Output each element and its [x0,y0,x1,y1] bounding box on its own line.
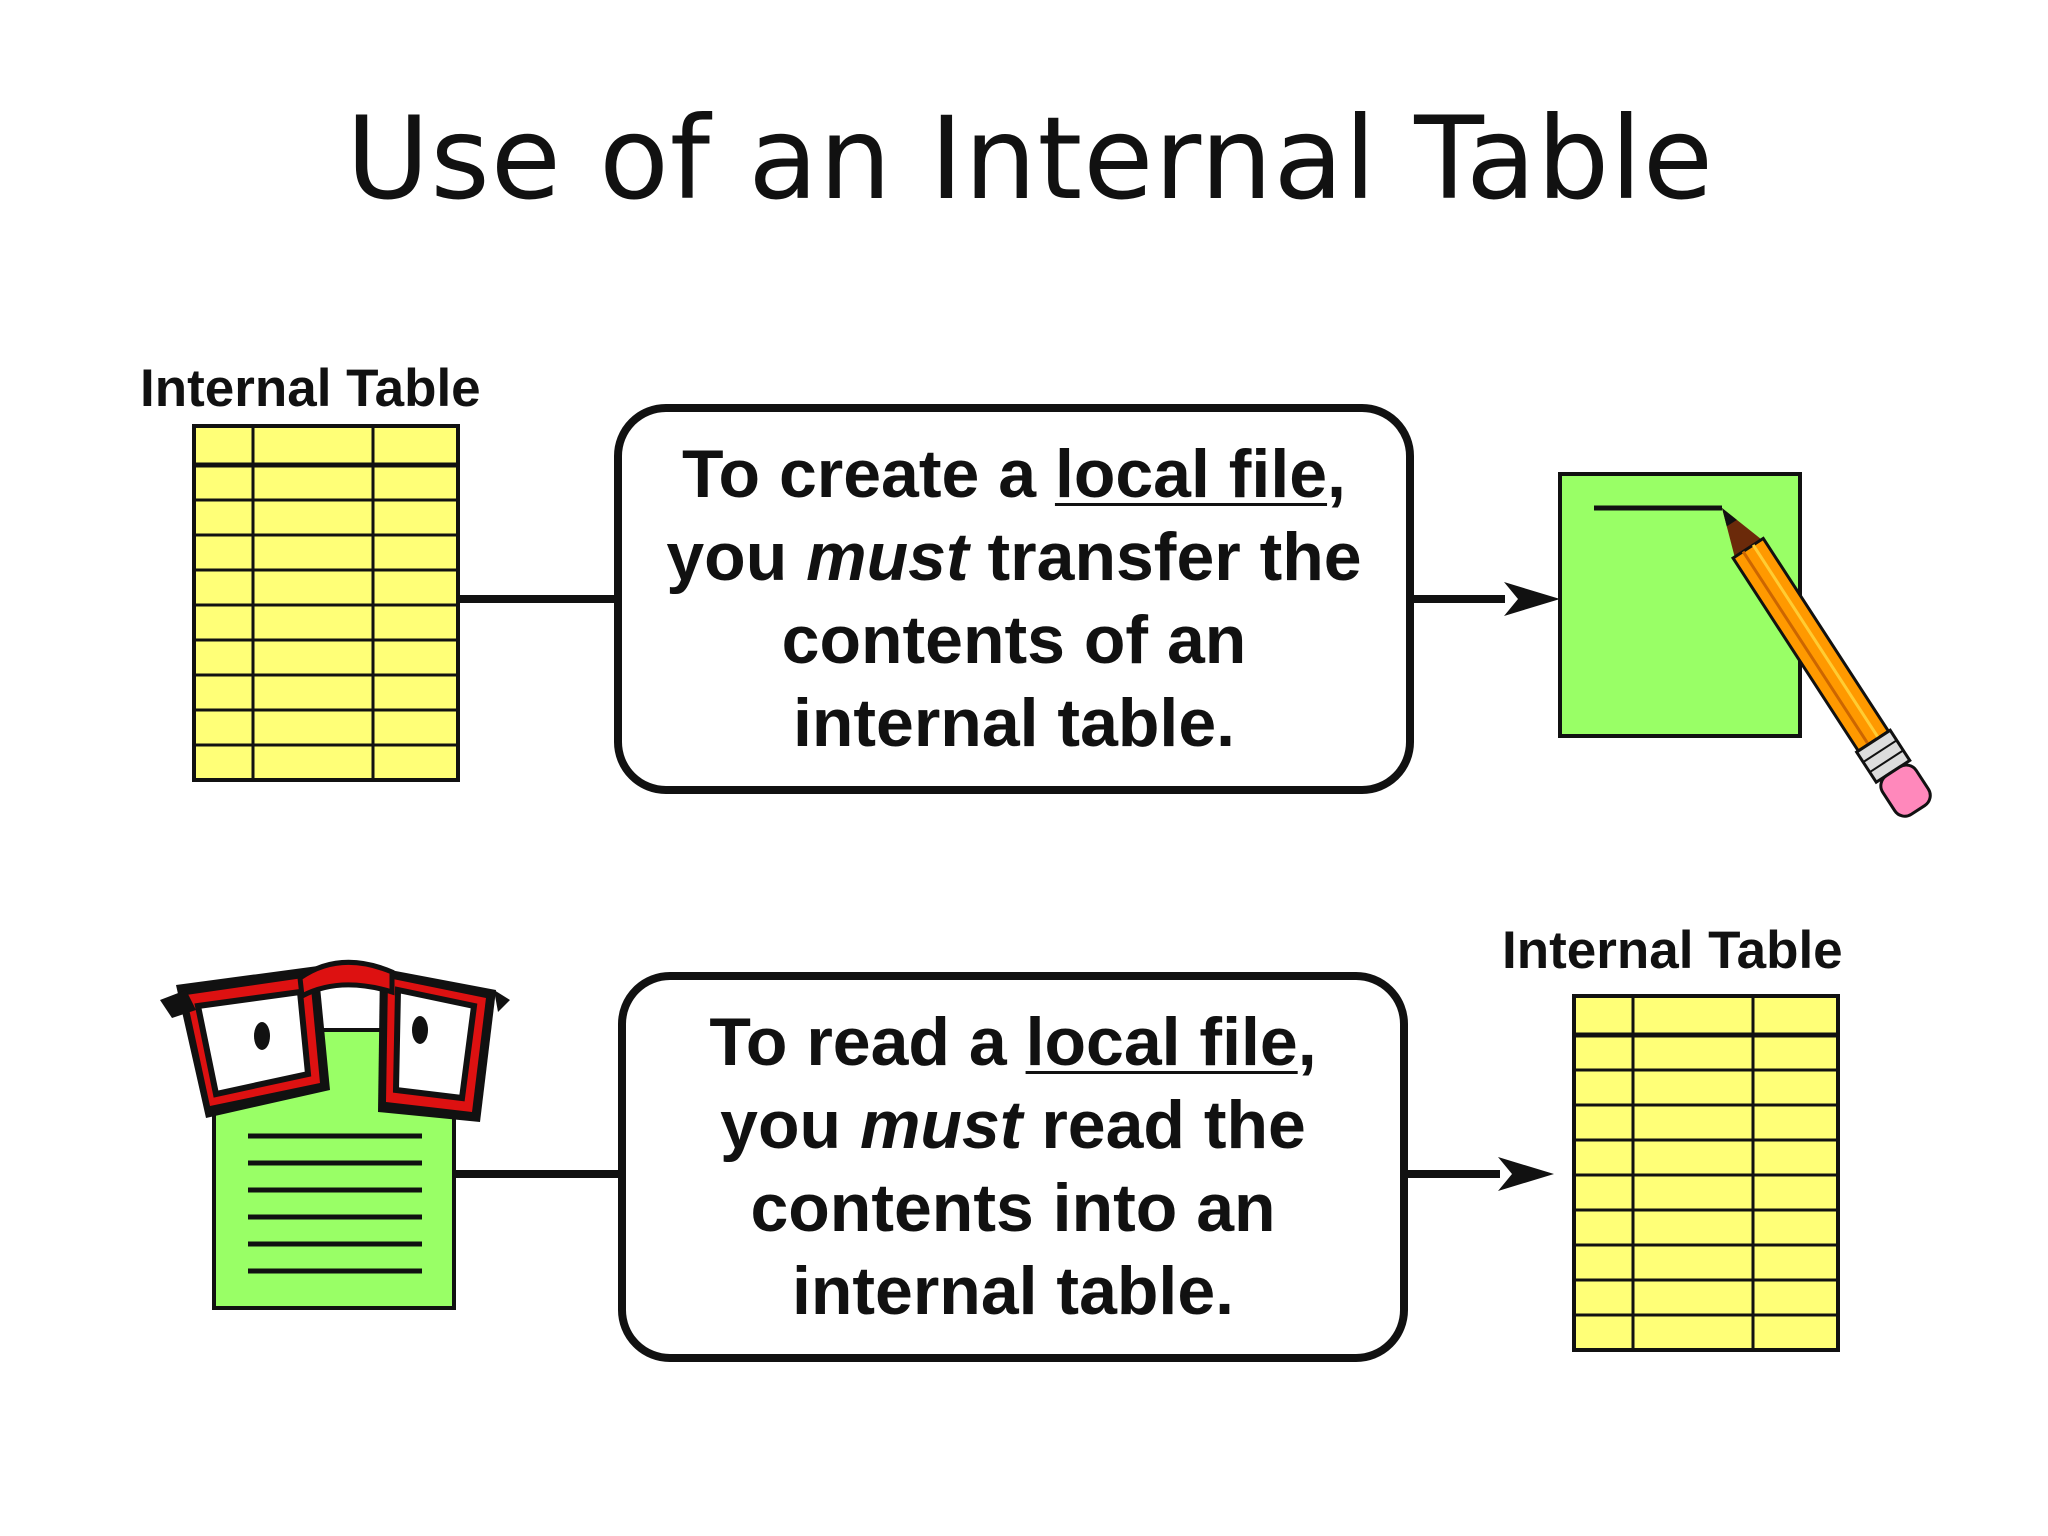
internal-table-label-bottom: Internal Table [1502,921,1843,980]
page-title: Use of an Internal Table [345,92,1715,225]
arrow-top [1414,582,1560,616]
local-file-term: local file [1025,1004,1298,1080]
local-file-term: local file [1054,436,1328,512]
callout-create-text: To create a local file, you must transfe… [666,436,1362,761]
callout-read-text: To read a local file, you must read the … [709,1004,1317,1329]
arrow-bottom [1408,1157,1554,1191]
internal-table-top-icon [192,424,460,782]
callout-create-local-file: To create a local file, you must transfe… [614,404,1414,794]
must-emphasis: must [806,519,969,595]
internal-table-bottom-icon [1572,994,1840,1352]
pencil-writing-file-icon [1558,472,1932,818]
file-with-glasses-icon [160,959,510,1310]
internal-table-label-top: Internal Table [140,359,481,418]
callout-read-local-file: To read a local file, you must read the … [618,972,1408,1362]
must-emphasis: must [859,1087,1023,1163]
